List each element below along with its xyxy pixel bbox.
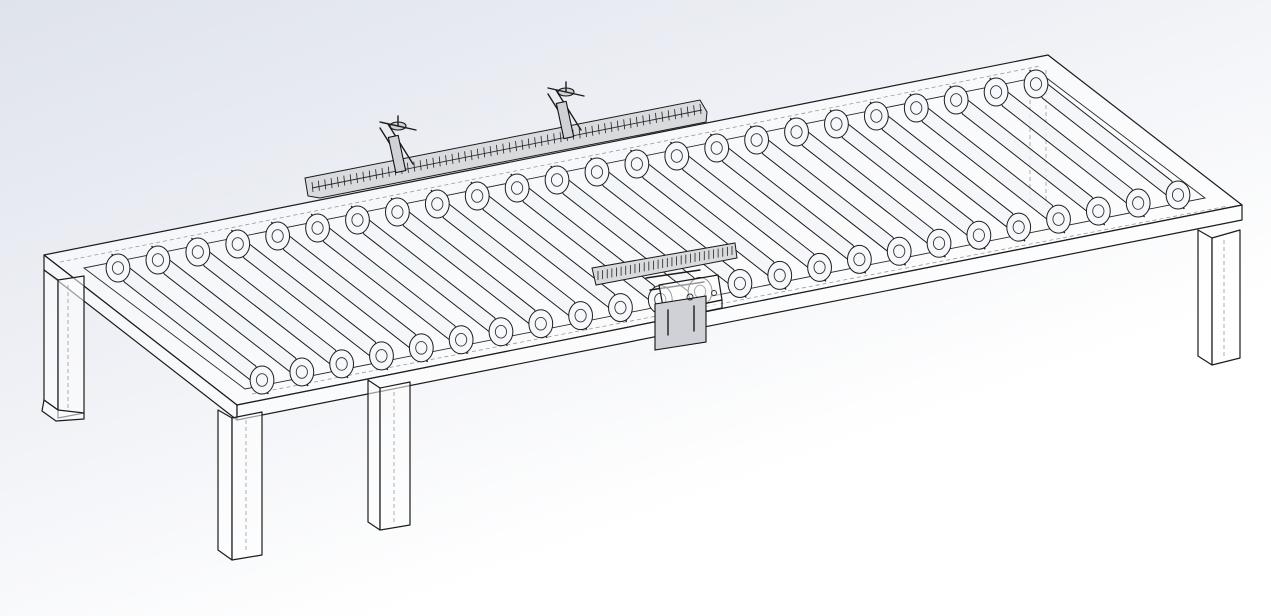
leg-front-middle bbox=[367, 379, 411, 531]
roller bbox=[185, 237, 355, 379]
center-stop-bar bbox=[591, 242, 738, 291]
roller-end-cap bbox=[727, 268, 753, 298]
roller-end-cap bbox=[185, 237, 211, 267]
roller bbox=[145, 245, 315, 387]
roller-end-cap bbox=[767, 260, 793, 290]
roller-end-cap bbox=[289, 357, 315, 387]
roller-end-cap bbox=[886, 236, 912, 266]
roller bbox=[265, 221, 434, 363]
roller-end-cap bbox=[249, 365, 275, 395]
roller-end-cap bbox=[504, 173, 530, 203]
roller bbox=[704, 133, 872, 274]
roller-end-cap bbox=[824, 109, 849, 139]
roller-end-cap bbox=[903, 93, 929, 123]
roller bbox=[384, 197, 554, 339]
roller-end-cap bbox=[744, 125, 770, 155]
roller-end-cap bbox=[345, 205, 370, 235]
leg-back-left bbox=[41, 269, 85, 422]
roller bbox=[225, 229, 394, 371]
roller bbox=[744, 125, 912, 266]
roller-end-cap bbox=[943, 85, 969, 115]
roller-end-cap bbox=[544, 165, 570, 195]
roller-end-cap bbox=[846, 244, 872, 274]
roller-end-cap bbox=[369, 341, 394, 371]
roller-end-cap bbox=[528, 309, 554, 339]
leg-front-right bbox=[1197, 229, 1241, 366]
guide-bracket-right bbox=[547, 81, 585, 140]
roller-end-cap bbox=[926, 228, 952, 258]
roller-end-cap bbox=[568, 301, 594, 331]
roller bbox=[664, 141, 832, 282]
roller-end-cap bbox=[105, 253, 131, 283]
roller bbox=[624, 149, 793, 290]
roller-end-cap bbox=[1165, 180, 1191, 210]
roller-end-cap bbox=[408, 333, 434, 363]
roller bbox=[105, 253, 275, 395]
side-guide-rail bbox=[304, 99, 708, 199]
leg-front-left bbox=[217, 409, 263, 561]
roller-end-cap bbox=[1046, 204, 1071, 234]
frame-legs bbox=[41, 70, 1241, 561]
roller bbox=[464, 181, 633, 323]
roller-end-cap bbox=[265, 221, 291, 251]
roller bbox=[424, 189, 594, 331]
guide-bracket-left bbox=[379, 115, 417, 174]
roller-end-cap bbox=[1085, 196, 1111, 226]
roller-end-cap bbox=[464, 181, 490, 211]
roller-end-cap bbox=[624, 149, 650, 179]
guide-brackets bbox=[379, 81, 585, 174]
roller-end-cap bbox=[704, 133, 730, 163]
roller-end-cap bbox=[807, 252, 832, 282]
roller-end-cap bbox=[584, 157, 610, 187]
roller-end-cap bbox=[305, 213, 330, 243]
mounting-plate bbox=[654, 274, 723, 351]
roller-end-cap bbox=[664, 141, 690, 171]
roller bbox=[903, 93, 1071, 234]
roller-end-cap bbox=[1023, 69, 1049, 99]
roller bbox=[983, 77, 1151, 218]
roller-end-cap bbox=[1125, 188, 1151, 218]
roller bbox=[824, 109, 992, 250]
roller-end-cap bbox=[983, 77, 1009, 107]
roller-end-cap bbox=[488, 317, 514, 347]
roller-end-cap bbox=[863, 101, 889, 131]
frame-front-side bbox=[236, 204, 1243, 421]
roller-end-cap bbox=[424, 189, 450, 219]
roller bbox=[784, 117, 952, 258]
roller-set bbox=[105, 69, 1191, 395]
roller-end-cap bbox=[329, 349, 355, 379]
roller-end-cap bbox=[225, 229, 251, 259]
roller bbox=[1023, 69, 1191, 210]
roller-end-cap bbox=[1006, 212, 1032, 242]
roller-end-cap bbox=[384, 197, 410, 227]
roller bbox=[943, 85, 1111, 226]
roller-end-cap bbox=[448, 325, 474, 355]
roller-end-cap bbox=[608, 293, 633, 323]
roller-end-cap bbox=[784, 117, 809, 147]
roller-end-cap bbox=[145, 245, 171, 275]
roller bbox=[305, 213, 474, 355]
roller bbox=[863, 101, 1032, 242]
roller bbox=[345, 205, 514, 347]
roller-end-cap bbox=[966, 220, 992, 250]
